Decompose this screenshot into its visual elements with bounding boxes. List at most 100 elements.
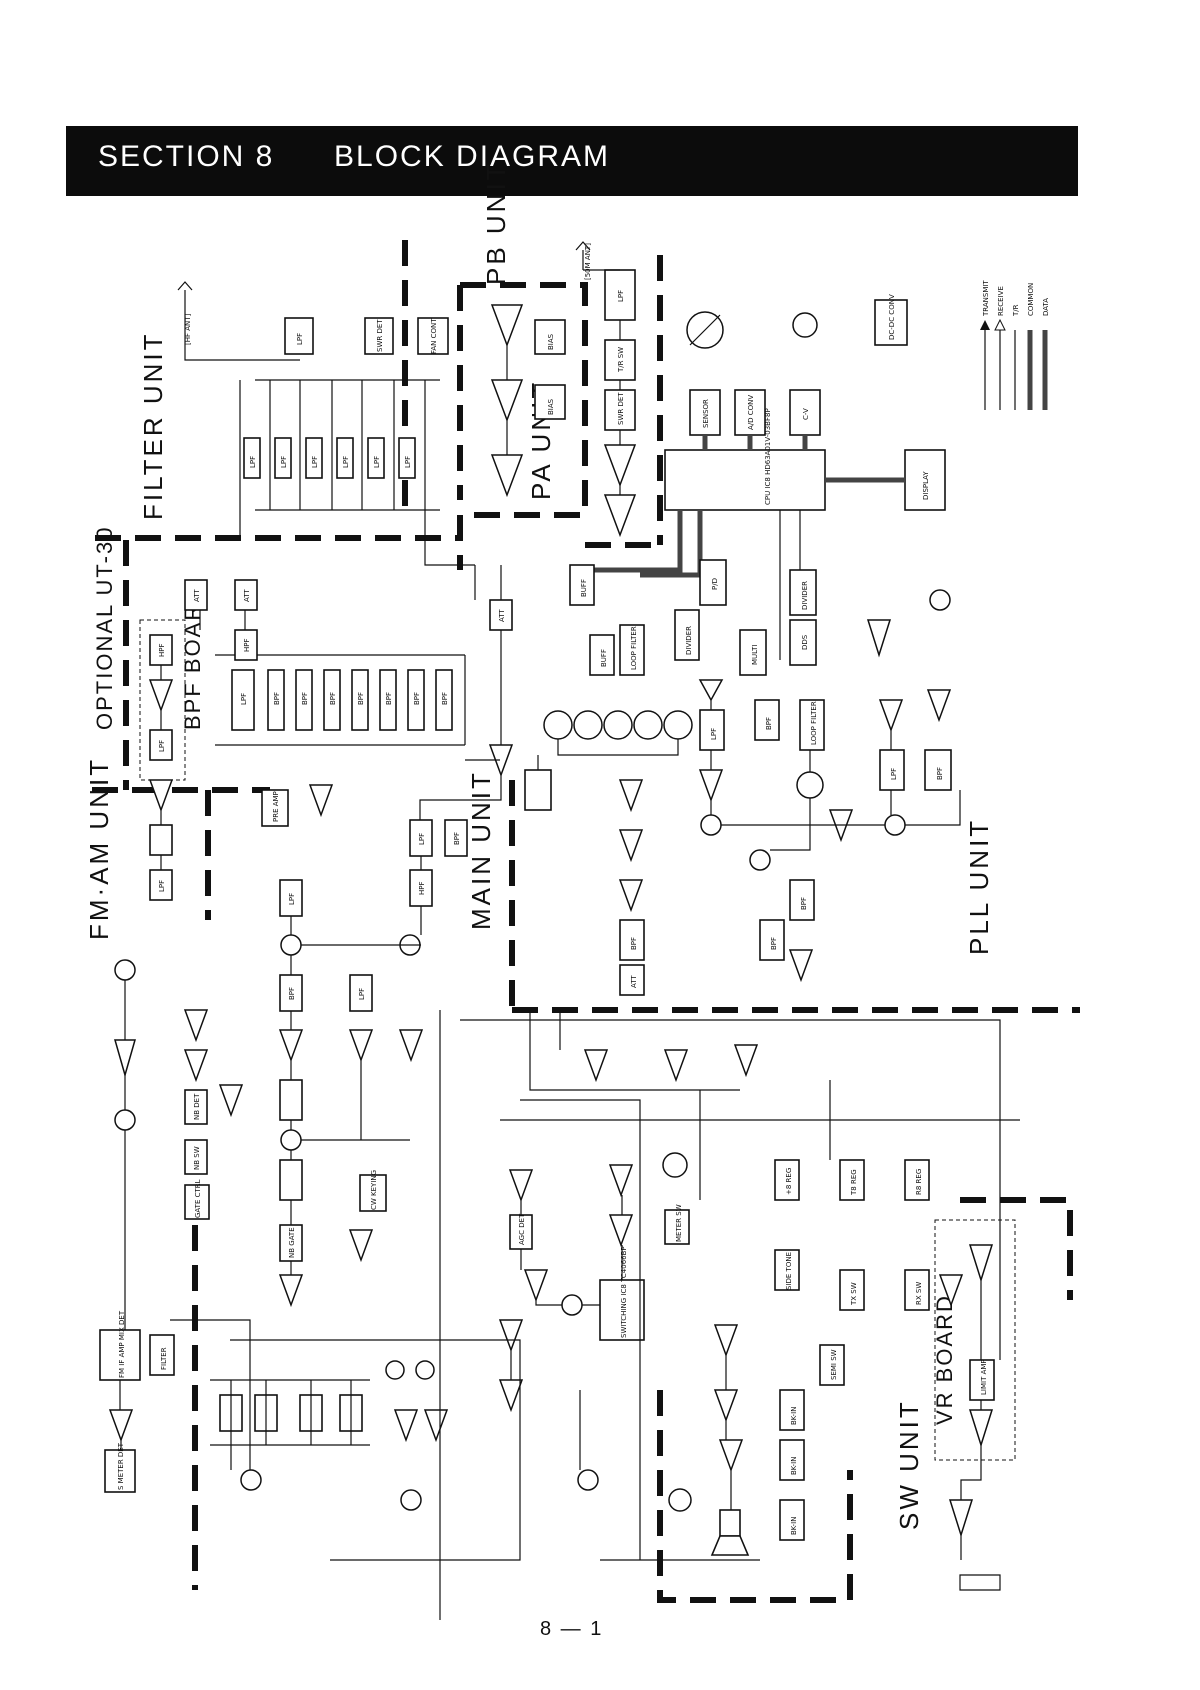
lpf-block [231, 669, 255, 731]
lpf-block [604, 269, 636, 321]
mixer [700, 814, 722, 836]
t8-reg-block [839, 1159, 865, 1201]
amp-triangle [866, 619, 892, 658]
svg-text:+8 REG: +8 REG [785, 1168, 793, 1195]
svg-text:BPF: BPF [385, 692, 393, 705]
gate-ctrl-block [184, 1184, 210, 1220]
lpf-block: LPF [274, 437, 292, 479]
sensor-block [689, 389, 721, 436]
detector-area: AGC DET SWITCHING IC8 TC4066BP METER SW [498, 1044, 759, 1491]
svg-text:TX SW: TX SW [850, 1282, 858, 1306]
sm-amp [108, 1409, 134, 1443]
svg-text:BPF: BPF [301, 692, 309, 705]
bpf-block [754, 699, 780, 741]
nb-agc-amp [218, 1084, 244, 1118]
svg-text:LOOP FILTER: LOOP FILTER [810, 701, 818, 745]
svg-text:S METER DET: S METER DET [117, 1442, 125, 1490]
alc-amp [733, 1044, 759, 1078]
buff-block [569, 564, 595, 606]
lpf-block: LPF [284, 317, 314, 355]
fan-cont-block [417, 317, 449, 355]
if-amp [498, 1379, 524, 1413]
svg-text:T8 REG: T8 REG [850, 1169, 858, 1196]
svg-text:LPF: LPF [158, 880, 166, 892]
if-amp [498, 1319, 524, 1353]
amp-triangle [878, 699, 904, 733]
tx-sw-block [839, 1269, 865, 1311]
osc [929, 589, 951, 611]
mod-mixer [577, 1469, 599, 1491]
vco-sw-block [524, 769, 552, 811]
svg-text:AGC DET: AGC DET [518, 1213, 526, 1245]
svg-text:DC-DC CONV: DC-DC CONV [888, 294, 896, 340]
svg-text:SENSOR: SENSOR [702, 399, 710, 428]
bpf-block [619, 919, 645, 961]
svg-text:PRE AMP: PRE AMP [272, 791, 280, 822]
mic-jack [959, 1574, 1001, 1591]
amp-triangle [423, 1409, 449, 1443]
svg-text:BPF: BPF [357, 692, 365, 705]
legend-transmit: TRANSMIT [982, 280, 990, 317]
speaker-cone [710, 1535, 750, 1556]
svg-text:R8 REG: R8 REG [915, 1169, 923, 1195]
svg-text:BK-IN: BK-IN [790, 1517, 798, 1535]
svg-text:FILTER: FILTER [160, 1347, 168, 1370]
amp-triangle [618, 879, 644, 913]
s-meter-det-block [104, 1449, 136, 1493]
50m-ant-symbol [575, 241, 591, 270]
svg-text:FAN CONT: FAN CONT [430, 318, 438, 354]
unit-labels: FILTER UNIT OPTIONAL UT-30 BPF BOARD FM·… [84, 161, 994, 1530]
bpf-block [267, 669, 285, 731]
if-filter-bank [210, 1360, 449, 1511]
svg-text:LPF: LPF [342, 456, 350, 468]
svg-text:P/D: P/D [711, 578, 719, 590]
mixer [114, 1109, 136, 1131]
lpf-block: LPF [336, 437, 354, 479]
filter-block [149, 1334, 175, 1376]
rx-sw-block [904, 1269, 930, 1311]
svg-text:LPF: LPF [710, 728, 718, 740]
side-tone-block [774, 1249, 800, 1291]
ssb-det-mixer [561, 1294, 583, 1316]
pre-drive-amp [490, 454, 524, 498]
svg-text:BPF: BPF [273, 692, 281, 705]
svg-text:BIAS: BIAS [547, 333, 555, 350]
pre-amp-block [261, 789, 289, 827]
swr-det-block: SWR DET [364, 317, 394, 355]
limit-amp [114, 1039, 136, 1078]
svg-text:GATE CTRL: GATE CTRL [194, 1179, 202, 1218]
svg-text:BUFF: BUFF [580, 579, 588, 597]
amp-triangle [393, 1409, 419, 1443]
main-unit-label: MAIN UNIT [466, 770, 496, 930]
svg-text:HPF: HPF [418, 881, 426, 895]
nb-sw-block [184, 1139, 208, 1175]
display-block [904, 449, 946, 511]
meter-amp [608, 1164, 634, 1198]
fm-am-unit-label: FM·AM UNIT [84, 757, 114, 940]
bpf-block [379, 669, 397, 731]
bias-block [534, 384, 566, 420]
sql-amp [608, 1214, 634, 1248]
bpf-block [759, 919, 785, 961]
bpf-block [444, 819, 468, 857]
svg-text:ATT: ATT [498, 609, 506, 622]
svg-text:T/R SW: T/R SW [617, 347, 625, 373]
svg-text:LIMIT AMP: LIMIT AMP [980, 1359, 988, 1395]
if-amp [523, 1269, 549, 1303]
svg-text:HPF: HPF [243, 638, 251, 652]
svg-text:ATT: ATT [193, 589, 201, 602]
sw-unit-label: SW UNIT [894, 1399, 924, 1530]
pll-unit-blocks: BUFF BUFF LOOP FILTER DIVIDER P/D MULTI … [524, 559, 961, 996]
amp-triangle [348, 1229, 374, 1263]
hpf-block [234, 629, 258, 661]
agc-amp [508, 1169, 534, 1203]
meter-sw-block [664, 1209, 690, 1245]
att-block [619, 964, 645, 996]
svg-text:A/D CONV: A/D CONV [747, 395, 755, 430]
svg-text:BPF: BPF [936, 767, 944, 780]
svg-text:BIAS: BIAS [547, 398, 555, 415]
svg-text:BK-IN: BK-IN [790, 1407, 798, 1425]
svg-text:RX SW: RX SW [915, 1282, 923, 1305]
cw-keying-block [359, 1174, 387, 1212]
